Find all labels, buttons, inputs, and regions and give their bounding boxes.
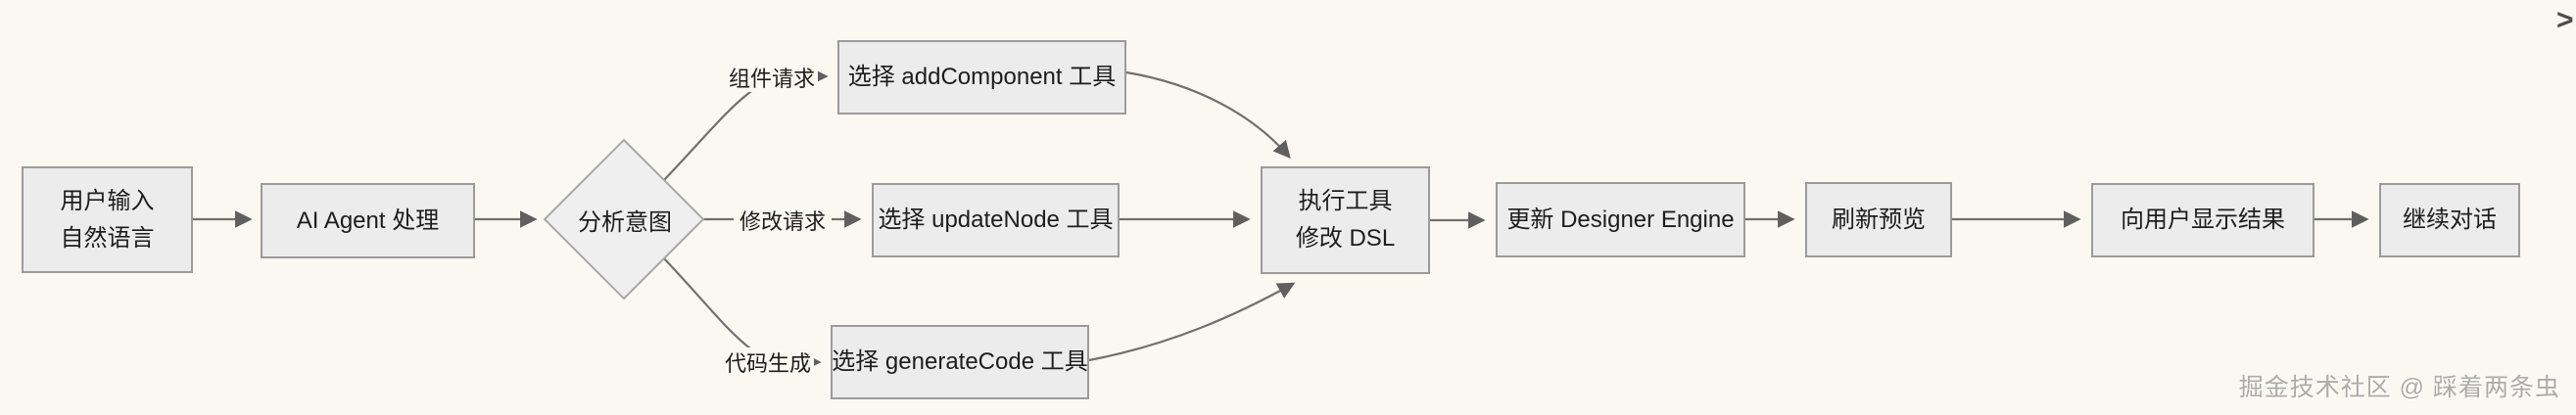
node-execute-tool-line2: 修改 DSL bbox=[1295, 225, 1396, 252]
node-update-node-tool-label: 选择 updateNode 工具 bbox=[878, 207, 1114, 233]
node-show-result: 向用户显示结果 bbox=[2091, 183, 2314, 257]
node-user-input-line2: 自然语言 bbox=[60, 224, 155, 252]
node-execute-tool-line1: 执行工具 bbox=[1298, 188, 1393, 214]
edge-label-modify-request: 修改请求 bbox=[734, 206, 832, 235]
node-generate-code-tool-label: 选择 generateCode 工具 bbox=[832, 348, 1088, 375]
edge-label-code-generation: 代码生成 bbox=[722, 347, 814, 377]
node-refresh-preview: 刷新预览 bbox=[1805, 182, 1952, 257]
node-update-node-tool: 选择 updateNode 工具 bbox=[872, 183, 1120, 257]
decision-diamond-shape bbox=[543, 138, 705, 300]
node-update-designer-engine-label: 更新 Designer Engine bbox=[1506, 206, 1735, 233]
node-update-designer-engine: 更新 Designer Engine bbox=[1496, 182, 1745, 257]
node-show-result-label: 向用户显示结果 bbox=[2121, 207, 2285, 233]
node-continue-dialog-label: 继续对话 bbox=[2403, 207, 2497, 233]
node-user-input: 用户输入 自然语言 bbox=[22, 166, 193, 273]
node-execute-tool: 执行工具 修改 DSL bbox=[1261, 166, 1430, 274]
node-user-input-line1: 用户输入 bbox=[60, 187, 155, 214]
node-refresh-preview-label: 刷新预览 bbox=[1832, 206, 1926, 233]
edge-generatecode-to-execute bbox=[1088, 282, 1296, 362]
node-add-component-tool-label: 选择 addComponent 工具 bbox=[847, 64, 1117, 90]
edge-label-component-request: 组件请求 bbox=[726, 63, 818, 92]
node-agent-label: AI Agent 处理 bbox=[296, 207, 440, 234]
node-add-component-tool: 选择 addComponent 工具 bbox=[837, 40, 1126, 115]
node-continue-dialog: 继续对话 bbox=[2379, 183, 2520, 257]
chevron-right-icon[interactable]: > bbox=[2556, 4, 2574, 36]
node-generate-code-tool: 选择 generateCode 工具 bbox=[831, 325, 1089, 399]
node-analyze-intent-label: 分析意图 bbox=[578, 208, 672, 236]
edge-addcomponent-to-execute bbox=[1125, 70, 1291, 160]
watermark-text: 掘金技术社区 @ 踩着两条虫 bbox=[2238, 374, 2560, 401]
node-analyze-intent: 分析意图 bbox=[546, 202, 704, 237]
node-agent: AI Agent 处理 bbox=[261, 183, 475, 258]
